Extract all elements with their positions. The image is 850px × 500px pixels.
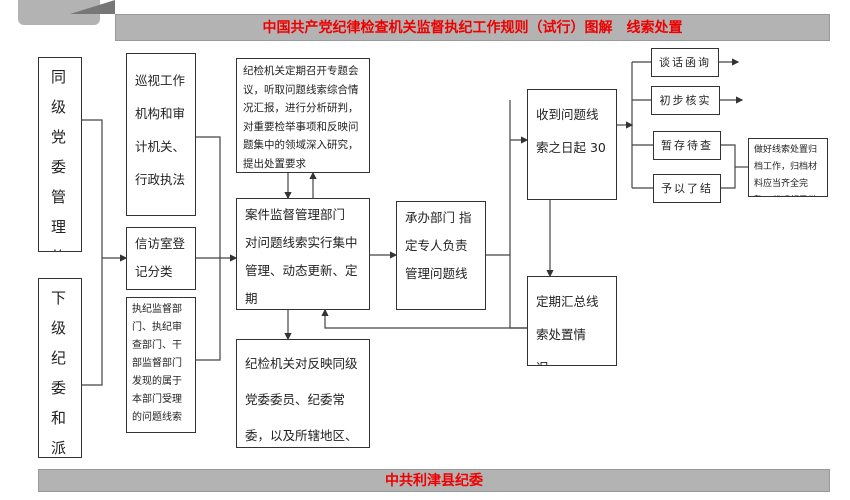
box-case-supervision: 案件监督管理部门 对问题线索实行集中管理、动态更新、定期 [236, 198, 370, 310]
option-talk-inquiry: 谈话函询 [651, 48, 719, 77]
option-hold-pending: 暂存待查 [653, 131, 721, 160]
option-preliminary-check: 初步核实 [651, 86, 720, 115]
page-title: 中国共产党纪律检查机关监督执纪工作规则（试行）图解 线索处置 [115, 14, 830, 41]
box-archive: 做好线索处置归档工作，归档材料应当齐全完整，载明领导批示和处 [748, 138, 828, 197]
box-discipline-depts: 执纪监督部门、执纪审查部门、干部监督部门发现的属于本部门受理的问题线索 [126, 297, 196, 433]
footer-organization: 中共利津县纪委 [38, 469, 830, 492]
box-handling: 承办部门 指定专人负责管理问题线 [396, 201, 486, 310]
box-report: 纪检机关对反映同级党委委员、纪委常委，以及所辖地区、部门主 [236, 339, 370, 448]
box-summary: 定期汇总线索处置情况， [527, 276, 617, 366]
box-same-level: 同级党委管理的党组织和党员干部违反党 [38, 57, 82, 252]
box-inspection: 巡视工作机构和审计机关、行政执法 [126, 53, 196, 216]
box-meeting: 纪检机关定期召开专题会议，听取问题线索综合情况汇报，进行分析研判，对重要检举事项… [236, 58, 370, 173]
decorative-triangle [70, 0, 115, 14]
box-lower-level: 下级纪委和派驻纪检组报送的相关信 [38, 278, 82, 458]
box-petition: 信访室登记分类 [126, 227, 196, 290]
box-received: 收到问题线索之日起 30 [527, 89, 617, 200]
option-conclude: 予以了结 [653, 174, 721, 203]
